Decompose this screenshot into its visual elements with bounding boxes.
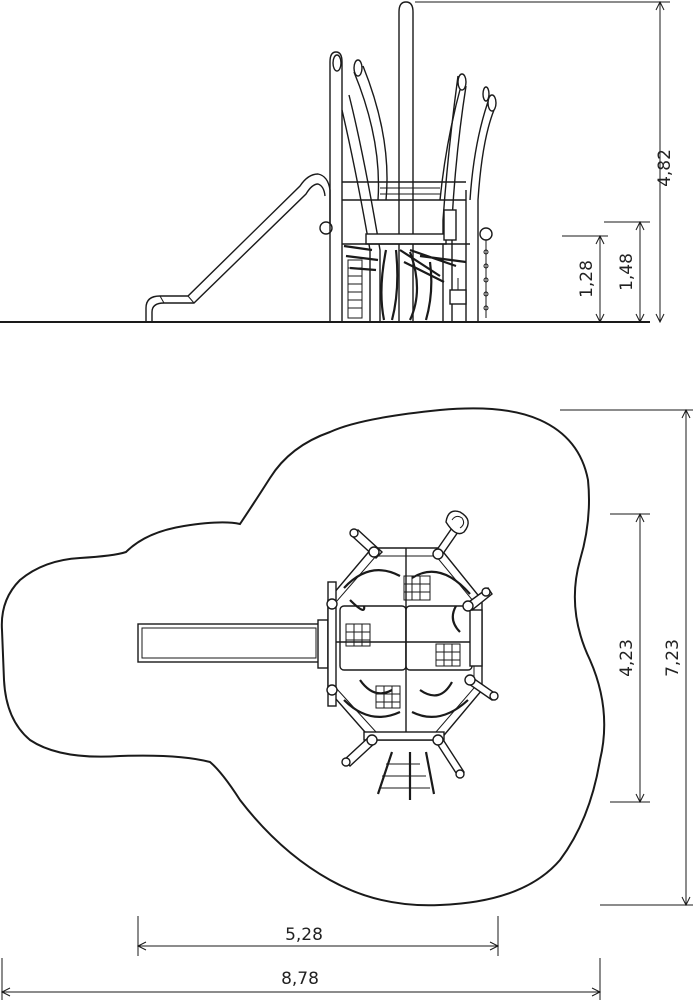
arm-left bbox=[326, 581, 338, 707]
tower-posts-side bbox=[329, 1, 497, 322]
dimension-area-depth: 7,23 bbox=[663, 639, 683, 677]
slide-plan bbox=[137, 619, 329, 669]
arm-bottom-left bbox=[341, 734, 378, 767]
dimension-equipment-depth: 4,23 bbox=[617, 639, 637, 677]
side-dimensions: 4,82 1,48 1,28 bbox=[415, 0, 675, 324]
plan-view bbox=[0, 407, 606, 907]
arm-right-top bbox=[462, 587, 493, 612]
platform-side bbox=[342, 181, 470, 321]
dimension-total-height: 4,82 bbox=[655, 149, 675, 187]
panel-side bbox=[449, 278, 467, 305]
tower-arms-plan bbox=[326, 510, 499, 779]
arm-right-bottom bbox=[464, 674, 499, 701]
dimension-platform-height: 1,48 bbox=[617, 253, 637, 291]
tower-plan bbox=[327, 547, 483, 741]
dimension-equipment-width: 5,28 bbox=[285, 925, 323, 945]
safety-area-outline bbox=[0, 407, 606, 907]
plan-dimensions: 7,23 4,23 5,28 8,78 bbox=[0, 408, 693, 1000]
dimension-area-width: 8,78 bbox=[281, 969, 319, 989]
arm-top-right bbox=[432, 510, 469, 560]
climbing-net-side bbox=[347, 259, 363, 319]
dimension-fall-height: 1,28 bbox=[577, 260, 597, 298]
slide-side bbox=[145, 173, 333, 322]
arm-top-left bbox=[349, 528, 384, 559]
rope-ladder-plan bbox=[376, 751, 436, 800]
arm-bottom-right bbox=[432, 734, 465, 779]
chain-with-ball bbox=[479, 227, 493, 318]
side-elevation-view bbox=[0, 1, 650, 323]
